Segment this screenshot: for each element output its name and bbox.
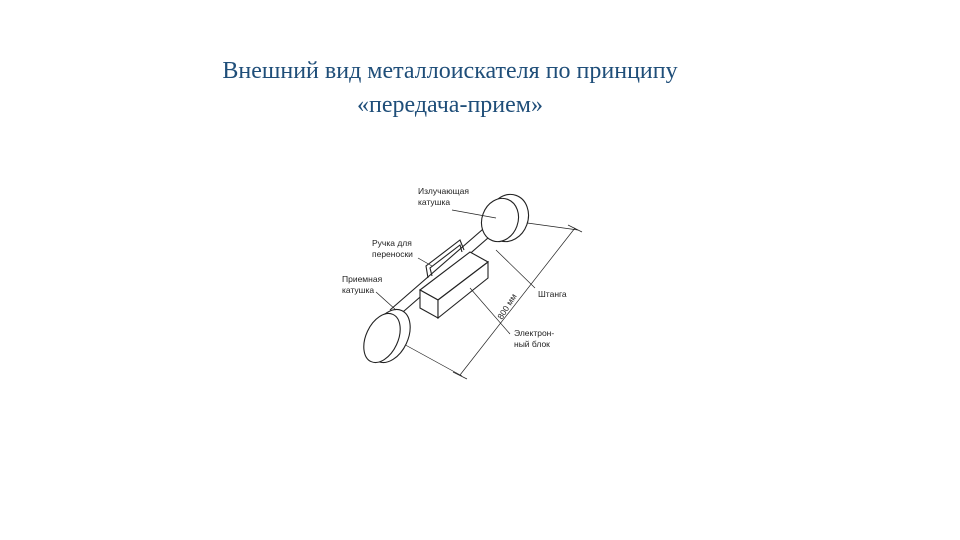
slide-title-line-1: Внешний вид металлоискателя по принципу — [222, 58, 678, 84]
label-receiving-coil-1: Приемная — [342, 274, 383, 284]
label-electronics-2: ный блок — [514, 339, 550, 349]
carrying-handle-inner — [429, 244, 463, 277]
label-receiving-coil-2: катушка — [342, 285, 374, 295]
dimension-tick-top — [567, 224, 583, 233]
receiving-coil — [363, 312, 401, 364]
dimension-tick-bottom — [452, 371, 468, 380]
leader-electronics — [469, 287, 511, 335]
metal-detector-drawing: 800 мм Излучающая катушка Ручка для пере… — [342, 186, 583, 380]
leader-receiving-coil — [375, 291, 397, 311]
label-emitting-coil-1: Излучающая — [418, 186, 469, 196]
emitting-coil — [480, 197, 520, 243]
slide-title: Внешний вид металлоискателя по принципу … — [150, 54, 750, 122]
leader-rod — [495, 249, 536, 289]
dimension-extension-top — [519, 221, 579, 231]
label-emitting-coil-2: катушка — [418, 197, 450, 207]
electronics-block-side — [437, 260, 489, 320]
slide-title-line-2: «передача-прием» — [357, 92, 543, 118]
label-handle-2: переноски — [372, 249, 413, 259]
leader-emitting-coil — [451, 209, 497, 219]
dimension-extension-bottom — [399, 341, 463, 377]
rod-upper-edge — [389, 222, 491, 311]
label-electronics-1: Электрон- — [514, 328, 554, 338]
leader-handle — [417, 257, 433, 267]
dimension-line — [459, 227, 576, 376]
dimension-label: 800 мм — [495, 292, 519, 321]
metal-detector-diagram: 800 мм Излучающая катушка Ручка для пере… — [320, 170, 640, 390]
carrying-handle — [425, 239, 465, 279]
label-handle-1: Ручка для — [372, 238, 412, 248]
label-rod: Штанга — [538, 289, 567, 299]
